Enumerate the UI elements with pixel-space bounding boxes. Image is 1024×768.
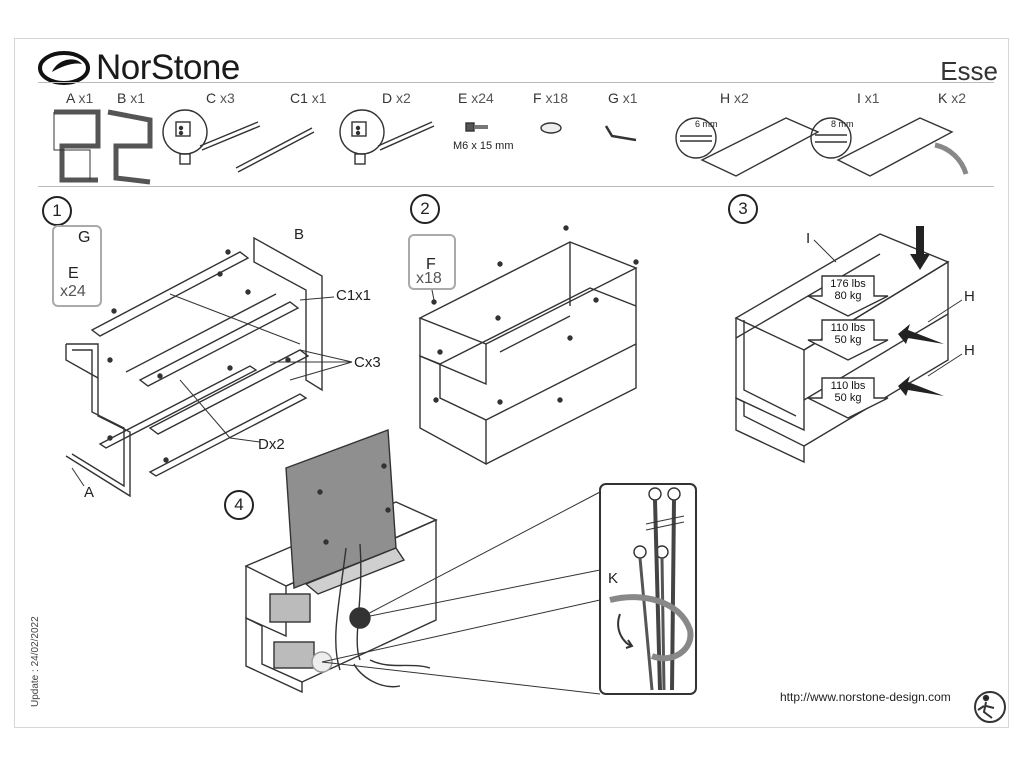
part-c-drawing <box>162 109 261 165</box>
load-top-kg: 80 kg <box>834 290 862 302</box>
part-label-h: H x2 <box>720 90 749 106</box>
step-1-number: 1 <box>42 196 72 226</box>
load-bottom-kg: 50 kg <box>834 392 862 404</box>
shelf-h-drawing <box>675 117 820 177</box>
step1-tools-callout: G E x24 <box>52 225 102 307</box>
page-border <box>14 38 1009 728</box>
website-url[interactable]: http://www.norstone-design.com <box>780 690 951 704</box>
part-label-c1: C1 x1 <box>290 90 327 106</box>
h-thickness-label: 6 mm <box>695 119 718 129</box>
header-divider <box>38 82 994 83</box>
step1-label-c: Cx3 <box>354 354 381 371</box>
insert-arrow-icon <box>898 226 944 396</box>
load-middle-kg: 50 kg <box>834 334 862 346</box>
step3-label-h-top: H <box>964 288 975 305</box>
foot-f-qty: x18 <box>416 270 442 287</box>
step1-exploded-frame <box>65 236 353 498</box>
part-a-drawing <box>53 109 101 183</box>
step2-foot-callout: F x18 <box>408 234 456 290</box>
parts-divider <box>38 186 994 187</box>
load-middle-lbs: 110 lbs <box>830 322 866 334</box>
part-label-c: C x3 <box>206 90 235 106</box>
assembly-person-icon <box>974 691 1006 723</box>
step-2-number: 2 <box>410 194 440 224</box>
shelf-i-drawing <box>810 117 954 177</box>
step-4-number: 4 <box>224 490 254 520</box>
step4-label-k: K <box>608 570 619 587</box>
screw-e-drawing <box>465 122 488 132</box>
part-label-k: K x2 <box>938 90 967 106</box>
norstone-logo: NorStone <box>38 48 240 88</box>
part-label-a: A x1 <box>66 90 94 106</box>
i-thickness-label: 8 mm <box>831 119 854 129</box>
part-d-drawing <box>339 109 435 165</box>
cable-clip-position-markers <box>311 491 601 695</box>
screw-size-label: M6 x 15 mm <box>453 140 514 152</box>
part-label-d: D x2 <box>382 90 411 106</box>
step2-assembled-frame <box>418 225 639 466</box>
foot-f-label: F <box>426 256 436 273</box>
step1-label-d: Dx2 <box>258 436 285 453</box>
load-rating-bottom: 110 lbs 50 kg <box>813 380 883 404</box>
step3-label-h-bottom: H <box>964 342 975 359</box>
tool-g-label: G <box>78 229 91 246</box>
load-bottom-lbs: 110 lbs <box>830 380 866 392</box>
step1-label-c1: C1x1 <box>336 287 372 304</box>
load-top-lbs: 176 lbs <box>830 278 866 290</box>
step1-label-b: B <box>294 226 305 243</box>
brand-name: NorStone <box>96 48 240 87</box>
logo-mark-icon <box>38 51 90 85</box>
tool-e-label: E <box>68 265 79 282</box>
part-c1-drawing <box>235 127 315 173</box>
update-date: Update : 24/02/2022 <box>30 616 41 707</box>
step4-tv-on-stand <box>244 429 438 694</box>
load-arrow-icon <box>807 275 889 419</box>
part-label-e: E x24 <box>458 90 494 106</box>
step-3-number: 3 <box>728 194 758 224</box>
cable-clip-detail-box <box>599 483 697 695</box>
part-label-g: G x1 <box>608 90 638 106</box>
allen-key-g-drawing <box>604 125 637 142</box>
part-b-drawing <box>107 109 153 185</box>
foot-f-drawing <box>540 122 562 134</box>
part-label-b: B x1 <box>117 90 146 106</box>
cable-clip-k-drawing <box>934 142 969 175</box>
part-label-i: I x1 <box>857 90 880 106</box>
product-name: Esse <box>940 56 998 86</box>
load-rating-top: 176 lbs 80 kg <box>813 278 883 302</box>
load-rating-middle: 110 lbs 50 kg <box>813 322 883 346</box>
step3-label-i: I <box>806 230 811 247</box>
step1-label-a: A <box>84 484 95 501</box>
tool-e-qty: x24 <box>60 283 86 300</box>
part-label-f: F x18 <box>533 90 569 106</box>
